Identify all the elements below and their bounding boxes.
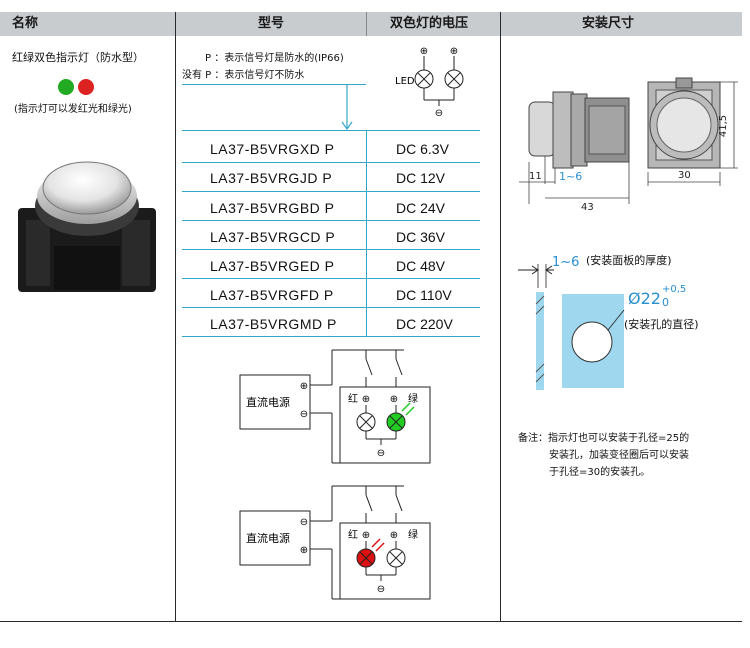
row-line [182,307,480,308]
svg-text:Ø22: Ø22 [628,289,661,308]
svg-text:绿: 绿 [408,392,418,405]
svg-text:⊖: ⊖ [377,584,385,595]
svg-text:⊖: ⊖ [300,409,308,420]
model-cell: LA37-B5VRGMD P [210,316,337,332]
voltage-cell: DC 220V [396,316,453,332]
svg-text:⊖: ⊖ [435,108,443,119]
header-name: 名称 [12,16,39,31]
svg-text:⊕: ⊕ [300,545,308,556]
header-divider [366,12,367,36]
svg-text:30: 30 [678,170,691,181]
model-cell: LA37-B5VRGJD P [210,170,333,186]
voltage-cell: DC 36V [396,229,446,245]
svg-text:0: 0 [662,296,669,309]
legend-underline [182,84,366,85]
red-dot [78,79,94,95]
side-view-drawing: 11 1~6 43 [519,91,630,212]
voltage-cell: DC 48V [396,258,446,274]
svg-text:直流电源: 直流电源 [246,531,290,545]
remark-line-3: 于孔径=30的安装孔。 [549,467,651,478]
front-view-drawing: 41,5 30 [647,77,738,186]
model-cell: LA37-B5VRGXD P [210,141,335,157]
wiring-diagram-green: 直流电源 ⊕ ⊖ 红 ⊕ ⊕ 绿 ⊖ [239,349,431,464]
svg-text:⊕: ⊕ [390,394,398,405]
svg-text:⊕: ⊕ [362,530,370,541]
svg-text:⊕: ⊕ [362,394,370,405]
row-line [182,220,480,221]
svg-text:红: 红 [348,528,358,541]
row-line [182,336,480,337]
svg-text:⊕: ⊕ [300,381,308,392]
svg-text:红: 红 [348,392,358,405]
svg-text:LED: LED [395,76,415,87]
svg-text:直流电源: 直流电源 [246,395,290,409]
product-name: 红绿双色指示灯（防水型） [12,51,144,64]
col-divider-2 [366,130,367,336]
row-line [182,130,480,131]
svg-text:(安装面板的厚度): (安装面板的厚度) [586,253,672,267]
svg-text:⊕: ⊕ [450,46,458,57]
voltage-cell: DC 12V [396,170,446,186]
svg-text:⊖: ⊖ [377,448,385,459]
model-cell: LA37-B5VRGED P [210,258,335,274]
svg-text:⊕: ⊕ [390,530,398,541]
remark-line-1: 备注：指示灯也可以安装于孔径=25的 [518,433,690,444]
model-cell: LA37-B5VRGBD P [210,200,335,216]
svg-text:41,5: 41,5 [718,115,729,137]
wiring-diagram-red: 直流电源 ⊖ ⊕ 红 ⊕ ⊕ 绿 ⊖ [239,485,431,600]
row-line [182,278,480,279]
header-voltage: 双色灯的电压 [390,16,469,31]
led-symbol-diagram: LED ⊕ ⊕ ⊖ [395,46,464,119]
row-line [182,191,480,192]
model-cell: LA37-B5VRGCD P [210,229,336,245]
bottom-border [0,621,742,622]
remark-line-2: 安装孔，加装变径圈后可以安装 [549,450,689,461]
legend-arrow [341,84,353,131]
header-size: 安装尺寸 [582,16,635,31]
col-divider-1 [175,12,176,622]
legend-line-1: P ：表示信号灯是防水的(IP66) [205,53,344,64]
svg-text:(安装孔的直径): (安装孔的直径) [624,317,699,331]
svg-text:⊖: ⊖ [300,517,308,528]
green-dot [58,79,74,95]
svg-text:1~6: 1~6 [559,170,582,183]
header-model: 型号 [258,16,285,31]
row-line [182,249,480,250]
col-divider-3 [500,12,501,622]
table-header: 名称 型号 双色灯的电压 安装尺寸 [0,12,742,36]
panel-hole-drawing: 1~6 (安装面板的厚度) Ø22 +0,5 0 (安装孔的直径) [518,253,699,390]
svg-text:⊕: ⊕ [420,46,428,57]
voltage-cell: DC 110V [396,287,452,303]
svg-text:1~6: 1~6 [552,255,579,270]
row-line [182,162,480,163]
svg-text:+0,5: +0,5 [662,284,686,295]
voltage-cell: DC 24V [396,200,446,216]
product-note: (指示灯可以发红光和绿光) [14,104,132,115]
svg-text:43: 43 [581,202,594,212]
model-cell: LA37-B5VRGFD P [210,287,334,303]
legend-line-2: 没有 P ：表示信号灯不防水 [182,70,305,81]
product-photo [18,161,156,292]
svg-text:绿: 绿 [408,528,418,541]
voltage-cell: DC 6.3V [396,141,449,157]
svg-text:11: 11 [529,171,542,182]
